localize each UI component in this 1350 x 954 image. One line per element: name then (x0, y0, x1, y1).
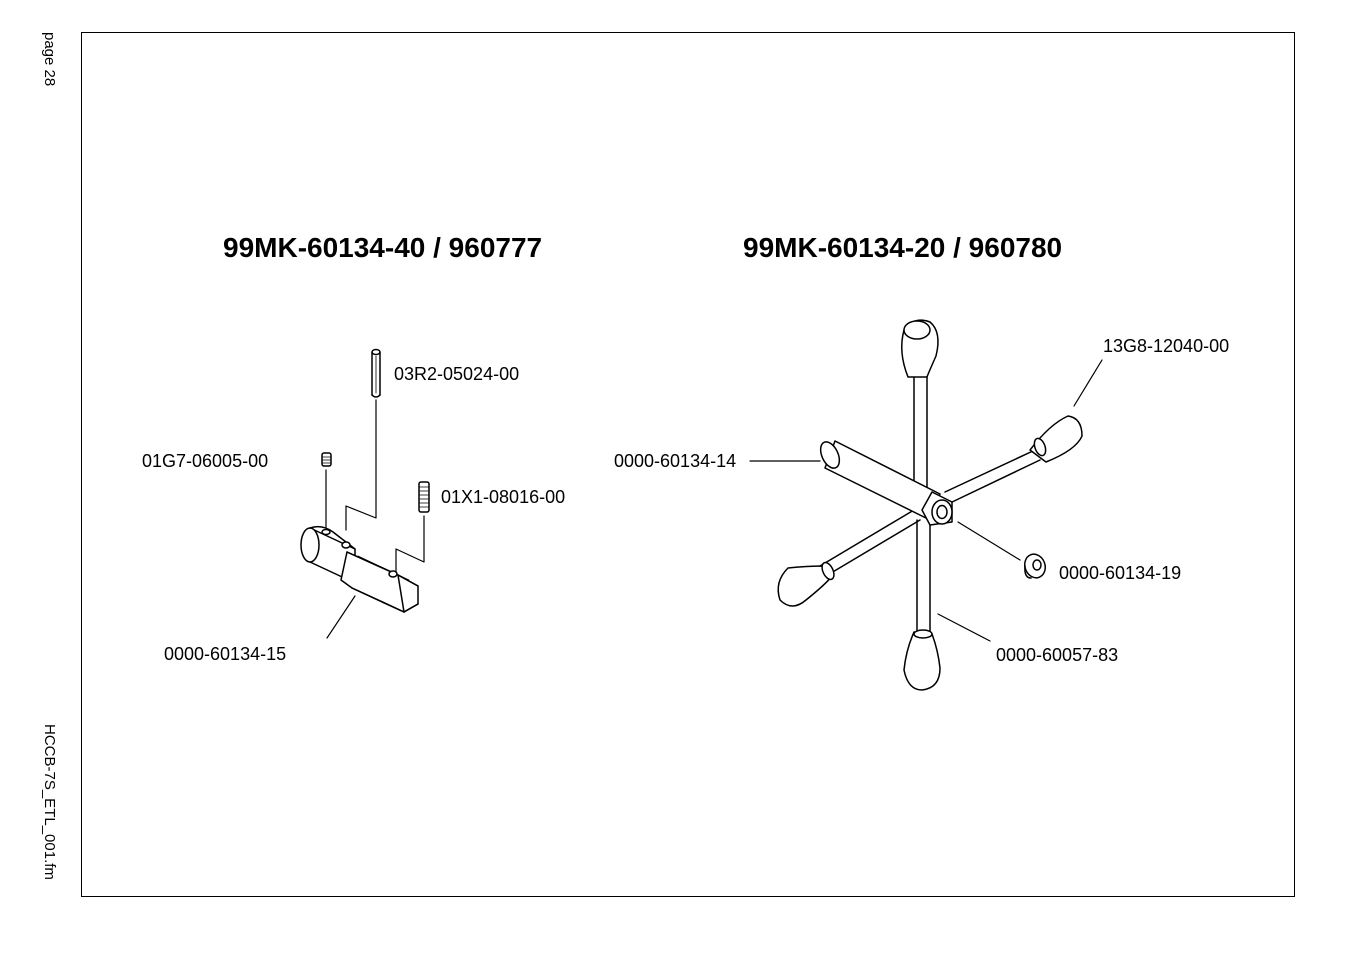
part-label-0000-60134-15: 0000-60134-15 (164, 644, 287, 664)
part-label-01X1-08016-00: 01X1-08016-00 (441, 487, 566, 507)
set-screw-small (321, 452, 332, 467)
knob-left (777, 561, 835, 607)
washer (1023, 553, 1047, 579)
set-screw-long (418, 481, 430, 513)
adapter-body (300, 525, 419, 613)
spoke-top (913, 374, 928, 493)
hub-body (819, 440, 953, 526)
assembly-title-right: 99MK-60134-20 / 960780 (743, 232, 1063, 263)
knob-right (1029, 415, 1083, 463)
spoke-bottom (916, 519, 931, 635)
part-label-13G8-12040-00: 13G8-12040-00 (1103, 336, 1230, 356)
assembly-title-left: 99MK-60134-40 / 960777 (223, 232, 543, 263)
handwheel-assembly-drawing (749, 319, 1103, 691)
spoke-right (944, 449, 1041, 504)
part-label-0000-60057-83: 0000-60057-83 (996, 645, 1119, 665)
adapter-assembly-drawing (300, 348, 430, 639)
part-label-01G7-06005-00: 01G7-06005-00 (142, 451, 269, 471)
part-label-0000-60134-14: 0000-60134-14 (614, 451, 737, 471)
spoke-left (819, 509, 921, 577)
part-label-03R2-05024-00: 03R2-05024-00 (394, 364, 520, 384)
roll-pin (371, 348, 381, 398)
part-label-0000-60134-19: 0000-60134-19 (1059, 563, 1182, 583)
knob-top (901, 319, 939, 378)
knob-bottom (903, 629, 941, 691)
drawing-frame (81, 32, 1295, 897)
